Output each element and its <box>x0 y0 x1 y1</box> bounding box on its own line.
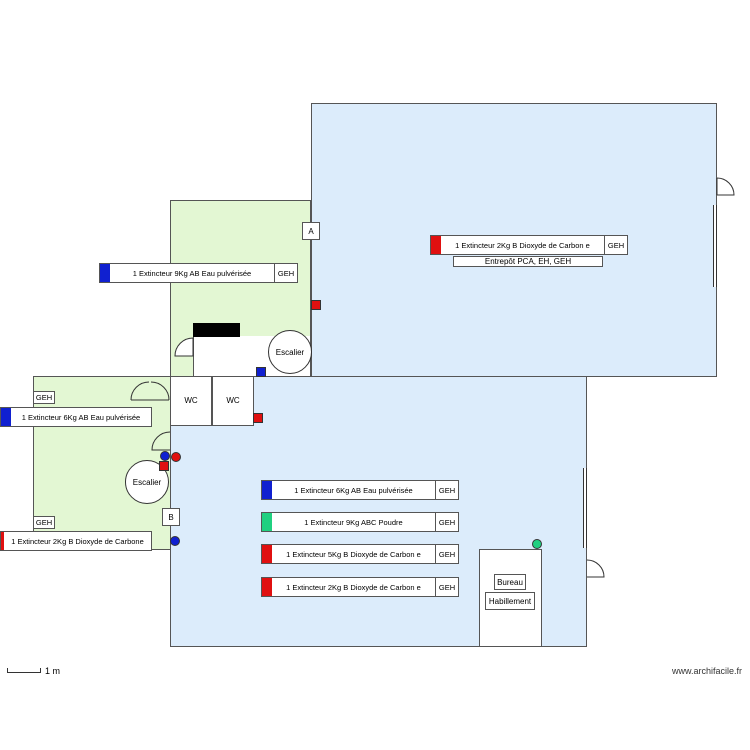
blue-square-marker <box>256 367 266 377</box>
blue-circle-marker <box>160 451 170 461</box>
marker-a: A <box>302 222 320 240</box>
green-circle-marker <box>532 539 542 549</box>
door-right-lower <box>586 559 605 578</box>
red-circle-marker <box>171 452 181 462</box>
extinguisher-tag: GEH <box>438 582 456 592</box>
wall-block <box>193 323 240 337</box>
stair-upper-label: Escalier <box>275 347 305 357</box>
window-right-upper <box>713 205 717 287</box>
room-wc-2 <box>212 376 254 426</box>
stair-left-label: Escalier <box>132 477 162 487</box>
door-left-double <box>130 381 170 401</box>
window-right-lower <box>583 468 587 548</box>
watermark: www.archifacile.fr <box>672 666 743 676</box>
bureau-label-1: Bureau <box>494 574 526 590</box>
door-left-stair <box>151 431 171 451</box>
extinguisher-tag: GEH <box>438 517 456 527</box>
extinguisher-text: 1 Extincteur 6Kg AB Eau pulvérisée <box>272 481 436 499</box>
extinguisher-text: 1 Extincteur 9Kg ABC Poudre <box>272 513 436 531</box>
extinguisher-upper-stair: 1 Extincteur 9Kg AB Eau pulvérisée GEH <box>99 263 298 283</box>
scale-label: 1 m <box>45 666 61 676</box>
room-wc-1 <box>170 376 212 426</box>
red-square-marker <box>253 413 263 423</box>
wc-1-label: WC <box>184 396 198 405</box>
extinguisher-main-3: 1 Extincteur 5Kg B Dioxyde de Carbon e G… <box>261 544 459 564</box>
extinguisher-text: 1 Extincteur 6Kg AB Eau pulvérisée <box>21 412 141 422</box>
entrepot-label: Entrepôt PCA, EH, GEH <box>453 256 603 267</box>
extinguisher-entrepot: 1 Extincteur 2Kg B Dioxyde de Carbon e G… <box>430 235 628 255</box>
wc-2-label: WC <box>226 396 240 405</box>
geh-tag-left-top: GEH <box>33 391 55 404</box>
extinguisher-left-bottom: 1 Extincteur 2Kg B Dioxyde de Carbone <box>0 531 152 551</box>
marker-b: B <box>162 508 180 526</box>
extinguisher-tag: GEH <box>438 549 456 559</box>
extinguisher-red-icon <box>431 236 441 254</box>
extinguisher-text: 1 Extincteur 2Kg B Dioxyde de Carbone <box>11 536 144 546</box>
extinguisher-blue-icon <box>100 264 110 282</box>
geh-tag-left-bottom: GEH <box>33 516 55 529</box>
extinguisher-left-top: 1 Extincteur 6Kg AB Eau pulvérisée <box>0 407 152 427</box>
extinguisher-tag: GEH <box>277 268 295 278</box>
extinguisher-red-icon <box>262 578 272 596</box>
extinguisher-text: 1 Extincteur 9Kg AB Eau pulvérisée <box>110 264 275 282</box>
extinguisher-text: 1 Extincteur 2Kg B Dioxyde de Carbon e <box>272 578 436 596</box>
extinguisher-red-icon <box>262 545 272 563</box>
door-right-upper <box>716 177 735 196</box>
red-square-marker <box>311 300 321 310</box>
extinguisher-green-icon <box>262 513 272 531</box>
extinguisher-tag: GEH <box>438 485 456 495</box>
extinguisher-main-4: 1 Extincteur 2Kg B Dioxyde de Carbon e G… <box>261 577 459 597</box>
red-square-marker <box>159 461 169 471</box>
extinguisher-tag: GEH <box>607 240 625 250</box>
scale-bar <box>7 668 41 673</box>
extinguisher-blue-icon <box>1 408 11 426</box>
extinguisher-main-1: 1 Extincteur 6Kg AB Eau pulvérisée GEH <box>261 480 459 500</box>
extinguisher-red-icon <box>1 532 4 550</box>
extinguisher-text: 1 Extincteur 5Kg B Dioxyde de Carbon e <box>272 545 436 563</box>
stair-upper: Escalier <box>268 330 312 374</box>
blue-circle-marker <box>170 536 180 546</box>
bureau-label-2: Habillement <box>485 592 535 610</box>
extinguisher-blue-icon <box>262 481 272 499</box>
extinguisher-main-2: 1 Extincteur 9Kg ABC Poudre GEH <box>261 512 459 532</box>
extinguisher-text: 1 Extincteur 2Kg B Dioxyde de Carbon e <box>441 236 605 254</box>
door-corridor <box>174 337 194 357</box>
